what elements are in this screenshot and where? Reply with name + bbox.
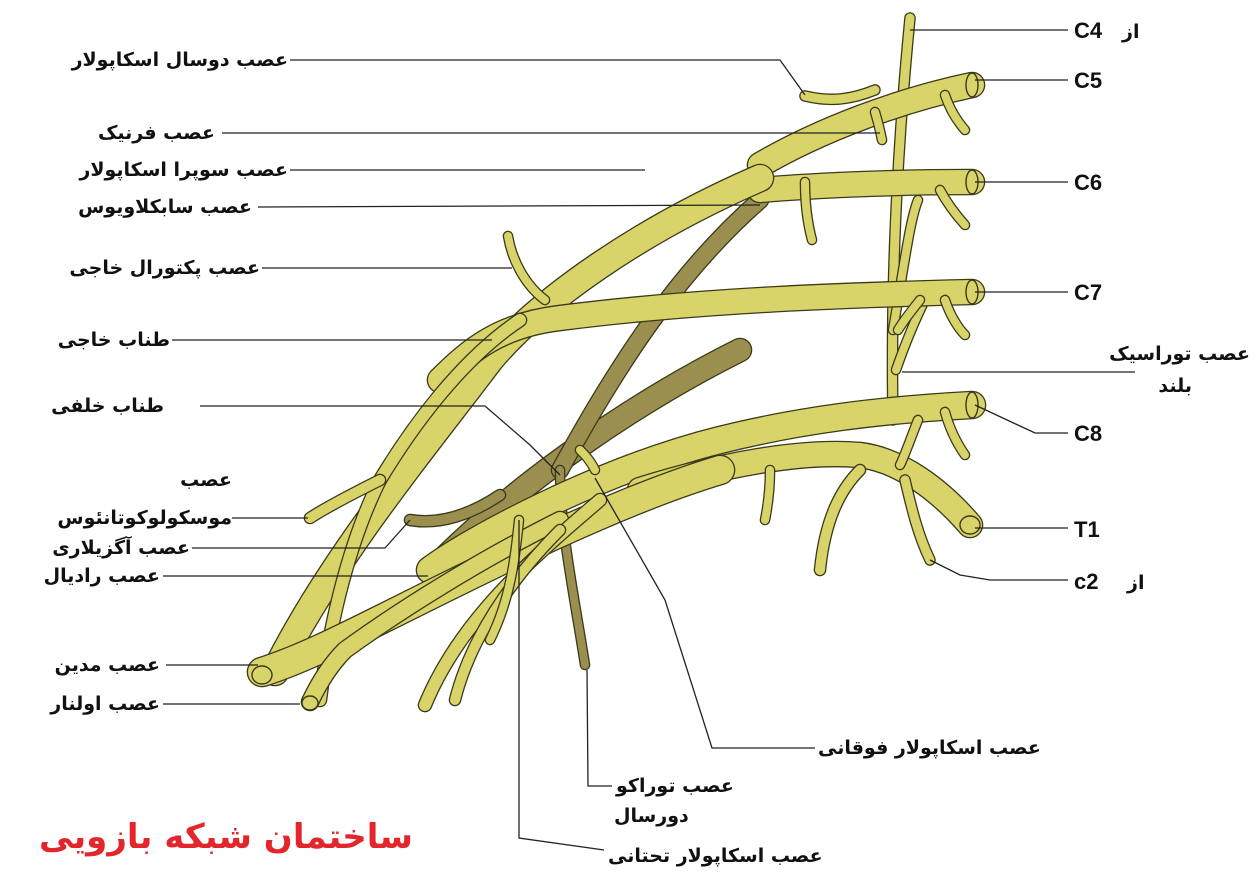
label-lateral-pectoral: عصب پکتورال خاجی [69,257,260,279]
label-c6: C6 [1074,170,1102,195]
label-lower-subscapular: عصب اسکاپولار تحتانی [608,845,823,867]
leader-thoracodorsal [587,670,612,786]
leader-posterior-cord [200,406,560,475]
t1-endcap [960,516,980,534]
label-posterior-cord: طناب خلفی [51,395,164,417]
label-lateral-cord: طناب خاجی [58,329,170,351]
label-suprascapular: عصب سوپرا اسکاپولار [78,159,288,181]
label-musculocutaneous-line2: موسکولوکوتانئوس [57,507,232,529]
label-median: عصب مدین [55,654,160,676]
upper-subscapular-nerve [580,450,595,470]
t1-branch [820,470,860,570]
label-upper-subscapular: عصب اسکاپولار فوقانی [818,737,1041,759]
label-thoracodorsal-line1: عصب توراکو [615,775,734,797]
label-long-thoracic-line2: بلند [1158,375,1192,397]
leader-c2 [930,560,1068,580]
lateral-pectoral-nerve [508,236,545,300]
label-musculocutaneous-line1: عصب [180,469,232,491]
leader-lines [163,30,1135,850]
label-dorsal-scapular: عصب دوسال اسکاپولار [71,49,288,71]
label-axillary: عصب آگزیلاری [52,535,190,559]
right-labels: از C4 C5 C6 C7 عصب توراسیک بلند C8 T1 از… [1074,18,1250,594]
label-subclavius: عصب سابکلاویوس [78,196,252,218]
ulnar-endcap [302,696,318,710]
label-c8: C8 [1074,421,1102,446]
label-phrenic: عصب فرنیک [98,122,215,144]
label-c4: C4 [1074,18,1103,43]
label-c2: c2 [1074,569,1098,594]
label-radial: عصب رادیال [44,565,160,587]
diagram-title: ساختمان شبکه بازویی [39,817,413,857]
leader-dorsal-scapular [290,60,805,95]
label-long-thoracic-line1: عصب توراسیک [1109,343,1250,365]
bottom-labels: عصب اسکاپولار فوقانی عصب توراکو دورسال ع… [608,737,1041,867]
left-labels: عصب دوسال اسکاپولار عصب فرنیک عصب سوپرا … [44,49,288,715]
leader-c8 [975,405,1068,433]
label-from-c2-prefix: از [1126,572,1144,594]
label-ulnar: عصب اولنار [49,693,160,715]
label-c5: C5 [1074,68,1102,93]
label-from-c4-prefix: از [1121,21,1139,43]
label-t1: T1 [1074,517,1100,542]
t1-branch-c [765,470,770,520]
label-c7: C7 [1074,280,1102,305]
nerve-drawing [252,18,980,710]
dorsal-scapular-nerve [805,90,875,99]
phrenic-nerve [875,112,882,140]
label-thoracodorsal-line2: دورسال [614,805,689,827]
c5-endcap [966,73,978,97]
median-endcap [252,666,272,684]
